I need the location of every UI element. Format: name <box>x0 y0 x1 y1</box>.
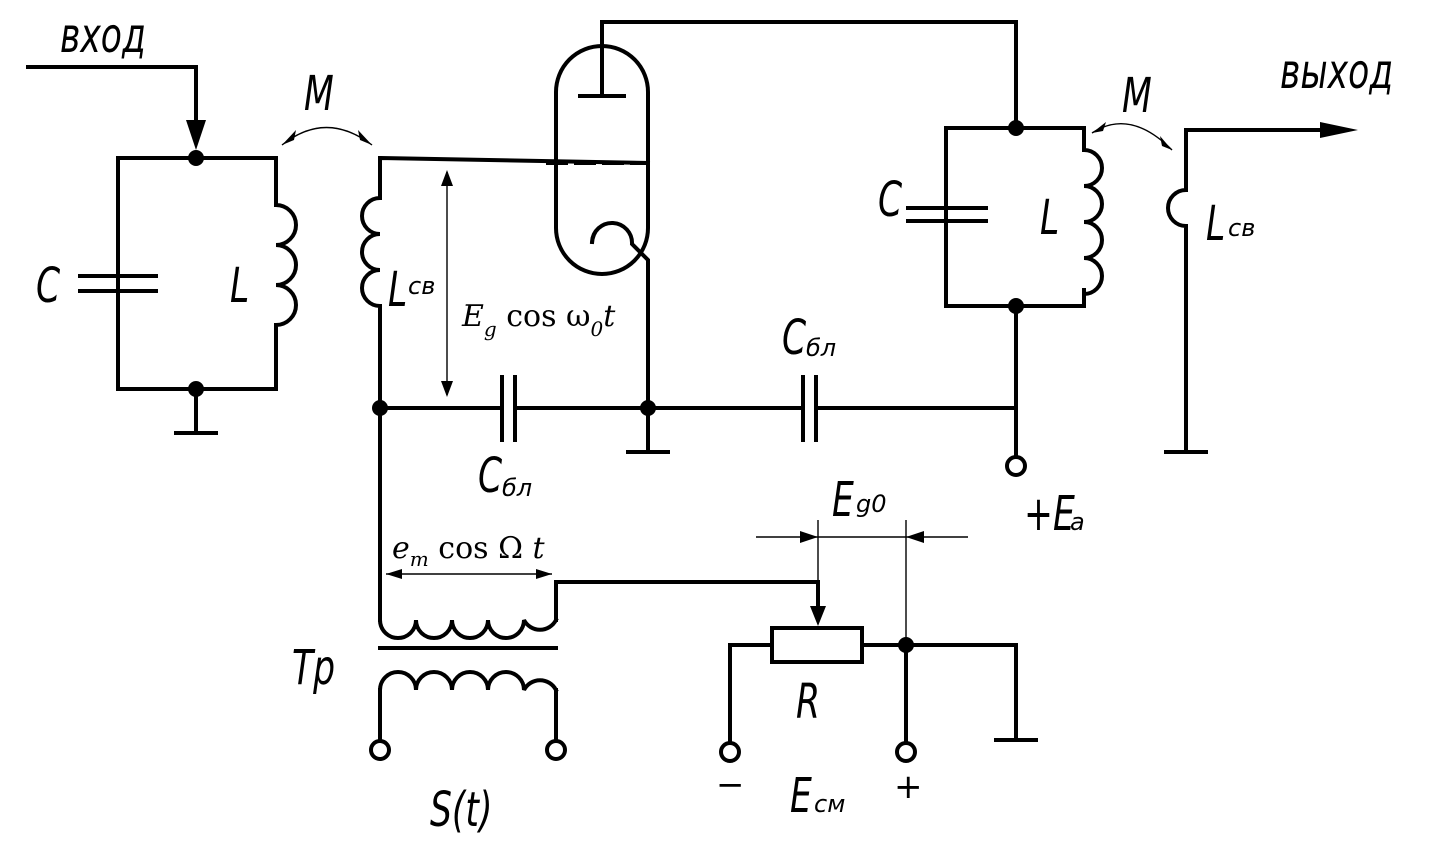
cap-left-label: C <box>36 257 61 313</box>
bias-terminal-minus <box>719 741 741 763</box>
inductor-left <box>274 183 298 347</box>
input-label: вход <box>60 7 146 63</box>
inductor-right <box>1081 147 1104 297</box>
wiper-arrow <box>810 606 826 626</box>
ind-left-label: L <box>230 257 249 313</box>
output-label: выход <box>1280 43 1393 99</box>
signal-terminal-right <box>545 739 567 761</box>
bias-terminal-plus <box>895 741 917 763</box>
transformer-label: Тр <box>292 639 335 695</box>
resistor-R <box>770 626 864 664</box>
cap-right-label: C <box>878 171 903 227</box>
bias-minus-label: − <box>716 765 745 805</box>
node-input-top <box>188 150 204 166</box>
mod-voltage-arrow <box>386 569 552 579</box>
block-cap-left-sub: бл <box>502 474 532 502</box>
inductor-coupling-right <box>1166 148 1188 452</box>
output-coupling-coil <box>1164 122 1358 454</box>
bias-source-sub: см <box>814 790 845 818</box>
mutual-left-label: M <box>304 65 334 121</box>
node-output-top <box>1008 120 1024 136</box>
coupling-left-label: L <box>388 261 407 317</box>
resistor-label: R <box>796 673 820 729</box>
tube-cathode <box>589 220 650 410</box>
transformer-primary <box>377 617 559 640</box>
anode-wire <box>600 20 1018 130</box>
block-cap-right-label: C <box>782 309 807 365</box>
transformer-secondary <box>377 670 559 693</box>
coupling-right-label: L <box>1206 195 1225 251</box>
inductor-coupling-left <box>360 188 382 410</box>
output-arrow <box>1320 122 1358 138</box>
signal-terminal-left <box>369 739 391 761</box>
bottom-bus <box>378 375 1027 477</box>
block-cap-left-label: C <box>478 447 503 503</box>
input-tank-circuit <box>78 150 298 435</box>
coupling-right-sub: св <box>1228 214 1255 242</box>
signal-label: S(t) <box>430 781 492 837</box>
mutual-coupling-right <box>1091 122 1173 151</box>
bias-grid-sub: g0 <box>856 490 887 518</box>
input-line <box>26 65 206 150</box>
bias-grid-label: E <box>832 471 854 527</box>
grid-voltage-label: Eg cos ω0t <box>461 299 616 341</box>
bias-source-label: E <box>790 767 812 823</box>
anode-supply-sub: a <box>1070 508 1085 536</box>
mod-voltage-label: em cos Ω t <box>392 531 545 571</box>
mutual-coupling-left <box>281 126 373 146</box>
bias-plus-label: + <box>894 767 923 807</box>
transformer <box>369 406 826 761</box>
block-cap-right-sub: бл <box>806 334 836 362</box>
output-tank-circuit <box>906 120 1104 410</box>
grid-voltage-arrow <box>441 170 453 397</box>
bias-dimension <box>756 520 968 640</box>
vacuum-tube <box>546 20 650 410</box>
coupling-left-sub: св <box>408 272 435 300</box>
bias-circuit <box>719 626 1038 763</box>
anode-supply-terminal <box>1005 455 1027 477</box>
anode-supply-label: +E <box>1024 485 1075 541</box>
ind-right-label: L <box>1040 189 1059 245</box>
mutual-right-label: M <box>1122 67 1152 123</box>
